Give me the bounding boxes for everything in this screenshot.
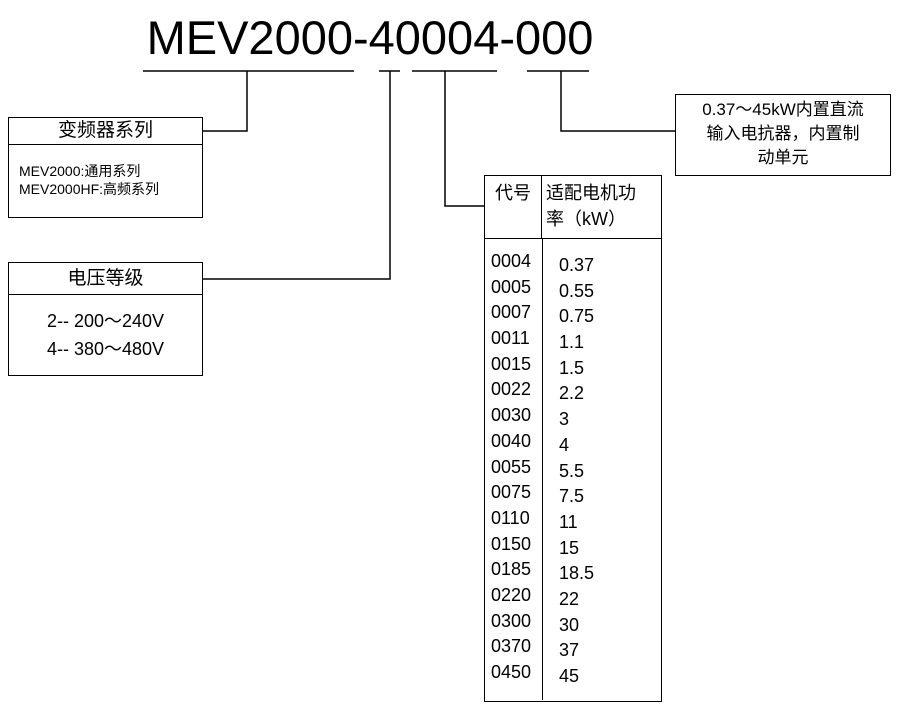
connector-extension <box>560 71 675 132</box>
table-header-power-line: 适配电机功 <box>546 183 636 203</box>
table-row: 0150 15 <box>485 534 661 560</box>
table-row: 0040 4 <box>485 431 661 457</box>
row-power: 1.1 <box>559 332 585 353</box>
table-header-power: 适配电机功 率（kW） <box>542 176 661 238</box>
row-code: 0004 <box>491 251 532 271</box>
table-row: 0015 1.5 <box>485 354 661 380</box>
table-row: 0185 18.5 <box>485 559 661 585</box>
row-power: 22 <box>559 588 580 609</box>
extension-box: 0.37～45kW内置直流 输入电抗器，内置制 动单元 <box>675 94 891 176</box>
table-row: 0007 0.75 <box>485 302 661 328</box>
extension-line: 输入电抗器，内置制 <box>706 124 860 143</box>
extension-line: 动单元 <box>757 148 809 167</box>
row-code: 0150 <box>491 533 532 554</box>
row-power: 37 <box>559 640 580 661</box>
table-column-divider <box>542 238 543 700</box>
table-row: 0075 7.5 <box>485 482 661 508</box>
table-row: 0370 37 <box>485 636 661 662</box>
row-power: 30 <box>559 614 580 635</box>
row-code: 0030 <box>491 405 532 426</box>
voltage-box: 电压等级 2-- 200～240V 4-- 380～480V <box>8 262 203 376</box>
row-code: 0300 <box>491 610 532 631</box>
table-header-power-line: 率（kW） <box>546 209 626 229</box>
row-power: 0.75 <box>559 306 595 327</box>
row-power: 1.5 <box>559 357 585 378</box>
row-code: 0007 <box>491 302 532 323</box>
row-power: 2.2 <box>559 383 585 404</box>
row-code: 0015 <box>491 353 532 374</box>
row-power: 3 <box>559 409 570 430</box>
table-row: 0110 11 <box>485 508 661 534</box>
series-line: MEV2000:通用系列 <box>19 163 141 179</box>
table-header-code: 代号 <box>485 176 542 238</box>
table-row: 0450 45 <box>485 662 661 688</box>
row-code: 0005 <box>491 276 532 297</box>
row-power: 5.5 <box>559 460 585 481</box>
row-power: 45 <box>559 666 580 686</box>
row-code: 0110 <box>491 507 530 528</box>
voltage-box-title: 电压等级 <box>9 263 202 295</box>
voltage-box-body: 2-- 200～240V 4-- 380～480V <box>9 295 202 363</box>
table-row: 0022 2.2 <box>485 379 661 405</box>
row-code: 0022 <box>491 379 532 400</box>
row-code: 0075 <box>491 482 532 503</box>
row-code: 0055 <box>491 456 532 477</box>
table-header-divider <box>485 238 661 239</box>
row-power: 11 <box>559 511 578 532</box>
model-code-title: MEV2000-40004-000 <box>146 11 594 64</box>
row-power: 0.37 <box>559 255 595 275</box>
row-code: 0450 <box>491 662 532 682</box>
row-power: 18.5 <box>559 563 595 584</box>
row-power: 0.55 <box>559 280 595 301</box>
connector-voltage <box>203 71 391 280</box>
row-power: 7.5 <box>559 486 585 507</box>
connector-series <box>203 71 248 132</box>
table-row: 0011 1.1 <box>485 328 661 354</box>
series-box: 变频器系列 MEV2000:通用系列 MEV2000HF:高频系列 <box>8 117 203 218</box>
row-code: 0040 <box>491 430 532 451</box>
row-power: 15 <box>559 537 580 558</box>
table-row: 0030 3 <box>485 405 661 431</box>
extension-line: 0.37～45kW内置直流 <box>702 100 864 119</box>
row-code: 0370 <box>491 636 532 657</box>
row-code: 0220 <box>491 584 532 605</box>
row-code: 0185 <box>491 559 532 580</box>
table-row: 0004 0.37 <box>485 251 661 277</box>
connector-power <box>444 71 484 207</box>
table-row: 0300 30 <box>485 611 661 637</box>
series-box-body: MEV2000:通用系列 MEV2000HF:高频系列 <box>9 145 202 198</box>
series-line: MEV2000HF:高频系列 <box>19 181 160 197</box>
table-row: 0055 5.5 <box>485 457 661 483</box>
row-power: 4 <box>559 434 570 455</box>
table-row: 0220 22 <box>485 585 661 611</box>
voltage-line: 2-- 200～240V <box>46 311 165 331</box>
table-row: 0005 0.55 <box>485 277 661 303</box>
row-code: 0011 <box>491 328 530 349</box>
voltage-line: 4-- 380～480V <box>46 339 165 359</box>
series-box-title: 变频器系列 <box>9 118 202 145</box>
